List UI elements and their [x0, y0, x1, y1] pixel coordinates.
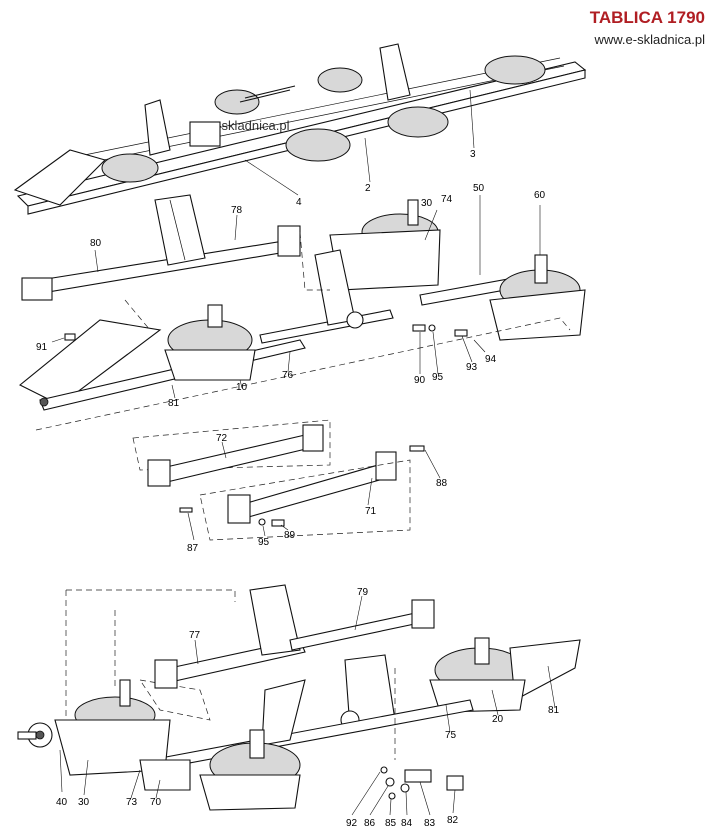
part-71-flange-left	[227, 494, 251, 524]
callout-50: 50	[473, 183, 485, 194]
callout-84: 84	[401, 818, 413, 829]
callout-2: 2	[365, 183, 371, 194]
part-72-flange-left	[147, 459, 171, 487]
part-78-stand	[154, 194, 206, 266]
part-93-bolt	[454, 329, 468, 337]
part-60-shaft	[534, 254, 548, 284]
top-gearbox-6	[317, 67, 363, 93]
callout-72: 72	[216, 433, 228, 444]
pto-shaft	[17, 731, 37, 740]
part-88-pin	[409, 445, 425, 452]
bottom-arm	[261, 679, 306, 746]
callout-71: 71	[365, 506, 377, 517]
top-support-right	[379, 43, 411, 101]
part-10-input-shaft	[207, 304, 223, 328]
callout-80: 80	[90, 238, 102, 249]
part-79-flange	[411, 599, 435, 629]
callout-95-b: 95	[258, 537, 270, 548]
top-gearbox-5	[214, 89, 260, 115]
part-86-washer	[385, 777, 395, 787]
callout-4: 4	[296, 197, 302, 208]
part-70-shaft	[249, 729, 265, 759]
callout-76: 76	[282, 370, 294, 381]
callout-91: 91	[36, 342, 48, 353]
callout-77: 77	[189, 630, 201, 641]
callout-89: 89	[284, 530, 296, 541]
top-rear-tube	[59, 57, 565, 169]
part-72-flange-right	[302, 424, 324, 452]
callout-82: 82	[447, 815, 459, 826]
part-95-washer-b	[258, 518, 266, 526]
top-gearbox-1	[101, 153, 159, 183]
part-95-washer	[428, 324, 436, 332]
middle-assembly	[18, 194, 586, 431]
callout-73: 73	[126, 797, 138, 808]
callout-60: 60	[534, 190, 546, 201]
part-87-pin	[179, 507, 193, 513]
part-79-stand	[249, 584, 301, 656]
bottom-assembly	[17, 584, 581, 816]
callout-20: 20	[492, 714, 504, 725]
callout-88: 88	[436, 478, 448, 489]
callout-81: 81	[168, 398, 180, 409]
top-gearbox-2	[285, 128, 351, 162]
plate-title: TABLICA 1790	[589, 8, 705, 27]
part-75-tube	[149, 699, 474, 771]
callout-30-b: 30	[78, 797, 90, 808]
top-gearbox-3	[387, 106, 449, 138]
part-91-bolt	[64, 333, 76, 341]
part-72-tube	[161, 434, 311, 483]
callout-3: 3	[470, 149, 476, 160]
website-url[interactable]: www.e-skladnica.pl	[594, 32, 705, 47]
callout-40: 40	[56, 797, 68, 808]
callout-labels: 2 3 4 10 20 30 30 40 50 60 70 71 72 73 7…	[36, 149, 560, 829]
top-gearbox-4	[484, 55, 546, 85]
callout-87: 87	[187, 543, 199, 554]
callout-74: 74	[441, 194, 453, 205]
callout-79: 79	[357, 587, 369, 598]
part-77-flange	[154, 659, 178, 689]
part-92-nut	[380, 766, 388, 774]
top-assembly	[13, 43, 587, 215]
middle-pivot	[346, 311, 364, 329]
callout-86: 86	[364, 818, 376, 829]
part-71-flange-right	[375, 451, 397, 481]
tubes-assembly	[132, 419, 441, 541]
top-support-left	[144, 99, 171, 156]
callout-75: 75	[445, 730, 457, 741]
part-90-bolt	[412, 324, 426, 332]
callout-83: 83	[424, 818, 436, 829]
watermark: e-skladnica.pl	[210, 118, 290, 133]
top-clamp	[189, 121, 221, 147]
part-83-bushing	[404, 769, 432, 783]
part-20-shaft	[474, 637, 490, 665]
callout-92: 92	[346, 818, 358, 829]
callout-81-b: 81	[548, 705, 560, 716]
top-left-frame	[13, 149, 107, 206]
callout-93: 93	[466, 362, 478, 373]
part-82-sleeve	[446, 775, 464, 791]
callout-95: 95	[432, 372, 444, 383]
part-80-flange	[21, 277, 53, 301]
callout-90: 90	[414, 375, 426, 386]
part-84-washer	[400, 783, 410, 793]
part-30-shaft-b	[119, 679, 131, 707]
callout-70: 70	[150, 797, 162, 808]
callout-10: 10	[236, 382, 248, 393]
callout-78: 78	[231, 205, 243, 216]
part-85-pin	[388, 792, 396, 800]
top-spring	[239, 85, 296, 103]
part-89-bolt	[271, 519, 285, 527]
part-78-flange	[277, 225, 301, 257]
part-81-shaft-end	[39, 397, 49, 407]
part-30-shaft	[407, 199, 419, 226]
part-79-tube	[289, 611, 425, 651]
callout-85: 85	[385, 818, 397, 829]
callout-30: 30	[421, 198, 433, 209]
callout-94: 94	[485, 354, 497, 365]
